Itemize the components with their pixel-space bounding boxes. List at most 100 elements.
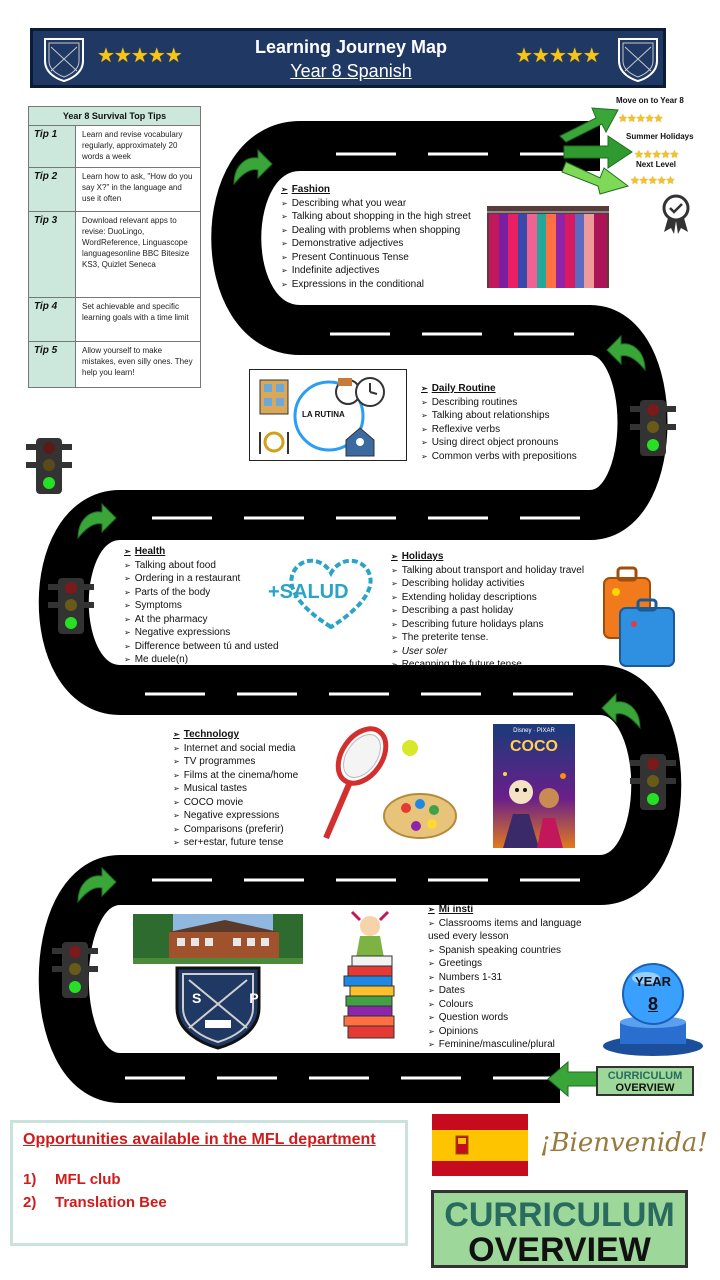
topic-item: Describing holiday activities (391, 577, 584, 591)
topic-title: Mi insti (428, 903, 588, 917)
topic-item: Demonstrative adjectives (281, 237, 471, 251)
opportunity-text: MFL club (55, 1171, 121, 1188)
topic-item: Comparisons (preferir) (173, 823, 298, 837)
opportunity-item: 1) MFL club (23, 1171, 395, 1188)
topic-item: Recapping the future tense. (391, 658, 584, 672)
tip-label: Tip 3 (28, 211, 76, 298)
clothes-rack-image (487, 206, 609, 288)
topic-item: Describing a past holiday (391, 604, 584, 618)
topic-item: Negative expressions (124, 626, 279, 640)
traffic-light-icon (48, 578, 94, 634)
topic-item: Talking about transport and holiday trav… (391, 564, 584, 578)
topic-fashion: Fashion Describing what you wear Talking… (281, 183, 471, 291)
topic-item: At the pharmacy (124, 613, 279, 627)
page-subtitle: Year 8 Spanish (290, 61, 412, 81)
routine-diagram-icon (259, 377, 385, 457)
topic-item: Internet and social media (173, 742, 298, 756)
curriculum-overview-badge-small: CURRICULUM OVERVIEW (596, 1066, 694, 1096)
turn-arrow-icon (77, 866, 117, 904)
tennis-racket-icon (323, 726, 457, 840)
topic-item: Opinions (428, 1025, 588, 1039)
topic-item: Dealing with problems when shopping (281, 224, 471, 238)
coco-title: COCO (510, 738, 558, 755)
opportunity-text: Translation Bee (55, 1194, 167, 1211)
badge-line1: CURRICULUM (607, 1070, 683, 1082)
topic-item: Describing routines (421, 396, 577, 410)
salud-label: +SALUD (268, 581, 349, 603)
suitcase-icon (603, 566, 675, 667)
badge-line2: OVERVIEW (615, 1082, 675, 1094)
tips-heading: Year 8 Survival Top Tips (28, 106, 201, 126)
exit-arrows-icon (559, 107, 633, 195)
traffic-light-icon (630, 400, 676, 456)
turn-arrow-icon (606, 334, 646, 372)
award-badge-icon (662, 194, 690, 234)
heart-icon (289, 558, 373, 630)
topic-title: Daily Routine (421, 382, 577, 396)
topic-item: Describing what you wear (281, 197, 471, 211)
topic-item: Extending holiday descriptions (391, 591, 584, 605)
topic-title: Holidays (391, 550, 584, 564)
topic-health: Health Talking about food Ordering in a … (124, 545, 279, 667)
turn-arrow-icon (233, 148, 273, 186)
topic-item: Present Continuous Tense (281, 251, 471, 265)
topic-item: Dates (428, 984, 588, 998)
year-number: 8 (647, 994, 658, 1014)
topic-item: Using direct object pronouns (421, 436, 577, 450)
curriculum-overview-badge: CURRICULUM OVERVIEW (431, 1190, 688, 1268)
badge-line1: CURRICULUM (444, 1196, 675, 1234)
topic-item: The preterite tense. (391, 631, 584, 645)
topic-item: Indefinite adjectives (281, 264, 471, 278)
topic-item: Symptoms (124, 599, 279, 613)
tip-text: Learn how to ask, "How do you say X?" in… (75, 167, 201, 212)
topic-item: ser+estar, future tense (173, 836, 298, 850)
page-title: Learning Journey Map (254, 37, 448, 57)
topic-item: Ordering in a restaurant (124, 572, 279, 586)
topic-item: Parts of the body (124, 586, 279, 600)
title-banner: ★★★★★ Learning Journey Map Year 8 Spanis… (30, 28, 666, 88)
school-crest-icon (44, 38, 84, 83)
tip-text: Download relevant apps to revise: DuoLin… (75, 211, 201, 298)
tip-text: Set achievable and specific learning goa… (75, 297, 201, 342)
topic-title: Technology (173, 728, 298, 742)
topic-holidays: Holidays Talking about transport and hol… (391, 550, 584, 672)
school-crest-icon (618, 38, 658, 83)
tip-text: Learn and revise vocabulary regularly, a… (75, 125, 201, 168)
traffic-light-icon (630, 754, 676, 810)
topic-item: Feminine/masculine/plural (428, 1038, 588, 1052)
tip-label: Tip 2 (28, 167, 76, 212)
topic-item: Me duele(n) (124, 653, 279, 667)
rutina-label: LA RUTINA (302, 410, 345, 419)
spain-flag-icon (432, 1114, 528, 1176)
opportunity-number: 1) (23, 1171, 37, 1188)
turn-arrow-icon (77, 502, 117, 540)
rating-stars: ★★★★★ (618, 113, 663, 125)
topic-item: Colours (428, 998, 588, 1012)
topic-item: Greetings (428, 957, 588, 971)
topic-daily-routine: Daily Routine Describing routines Talkin… (421, 382, 577, 463)
bienvenida-image: ¡Bienvenida! (536, 1114, 708, 1172)
traffic-light-icon (52, 942, 98, 998)
topic-item: Expressions in the conditional (281, 278, 471, 292)
coco-poster-image: Disney · PIXAR COCO (493, 724, 575, 848)
next-level-label: Next Level (636, 160, 677, 169)
topic-item: Talking about food (124, 559, 279, 573)
topic-item: Describing future holidays plans (391, 618, 584, 632)
year-orb-icon (603, 963, 703, 1056)
opportunity-item: 2) Translation Bee (23, 1194, 395, 1211)
topic-item: Common verbs with prepositions (421, 450, 577, 464)
rating-stars: ★★★★★ (634, 149, 679, 161)
topic-item: COCO movie (173, 796, 298, 810)
rating-stars: ★★★★★ (515, 45, 601, 67)
topic-item: Question words (428, 1011, 588, 1025)
coco-brand: Disney · PIXAR (513, 728, 555, 734)
opportunity-number: 2) (23, 1194, 37, 1211)
books-stack-icon (343, 910, 395, 1039)
tip-text: Allow yourself to make mistakes, even si… (75, 341, 201, 388)
topic-item: TV programmes (173, 755, 298, 769)
school-crest-icon (175, 966, 261, 1050)
rating-stars: ★★★★★ (97, 45, 183, 67)
topic-item: Negative expressions (173, 809, 298, 823)
topic-item: Spanish speaking countries (428, 944, 588, 958)
